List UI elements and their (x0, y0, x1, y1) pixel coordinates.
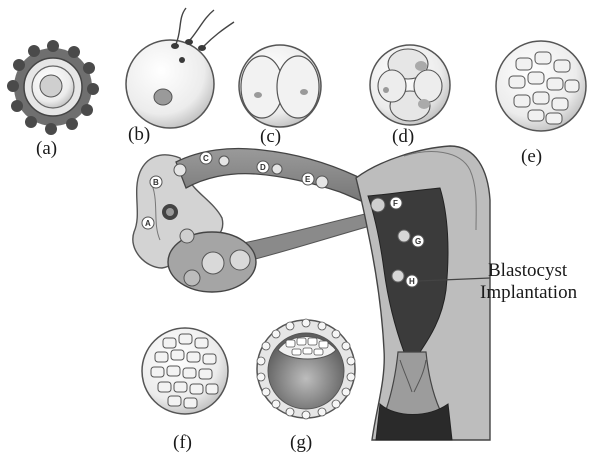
oocyte-figure-a (7, 40, 99, 135)
caption-b: (b) (128, 124, 150, 145)
morula-figure-e (496, 41, 586, 131)
marker-E: E (305, 175, 311, 184)
annotation-blastocyst: Blastocyst (488, 260, 568, 281)
caption-g: (g) (290, 432, 312, 453)
morula-figure-f (142, 328, 228, 414)
sperm-cells (176, 8, 234, 46)
four-cell-figure-d (370, 45, 450, 125)
stage-e-cell (316, 176, 328, 188)
marker-F: F (393, 199, 398, 208)
marker-B: B (153, 178, 159, 187)
stage-c-cell (219, 156, 229, 166)
caption-f: (f) (173, 432, 192, 453)
fertilization-figure-b (126, 8, 234, 128)
marker-H: H (409, 277, 415, 286)
blastocyst-figure-g (257, 319, 355, 419)
marker-G: G (415, 237, 421, 246)
stage-g-cell (398, 230, 410, 242)
annotation-implantation: Implantation (480, 282, 578, 303)
stage-h-cell (392, 270, 404, 282)
caption-e: (e) (521, 146, 542, 167)
marker-C: C (203, 154, 209, 163)
caption-d: (d) (392, 126, 414, 147)
two-cell-figure-c (239, 45, 321, 127)
stage-f-cell (371, 198, 385, 212)
caption-a: (a) (36, 138, 57, 159)
marker-D: D (260, 163, 266, 172)
marker-A: A (145, 219, 151, 228)
caption-c: (c) (260, 126, 281, 147)
stage-d-cell (272, 164, 282, 174)
